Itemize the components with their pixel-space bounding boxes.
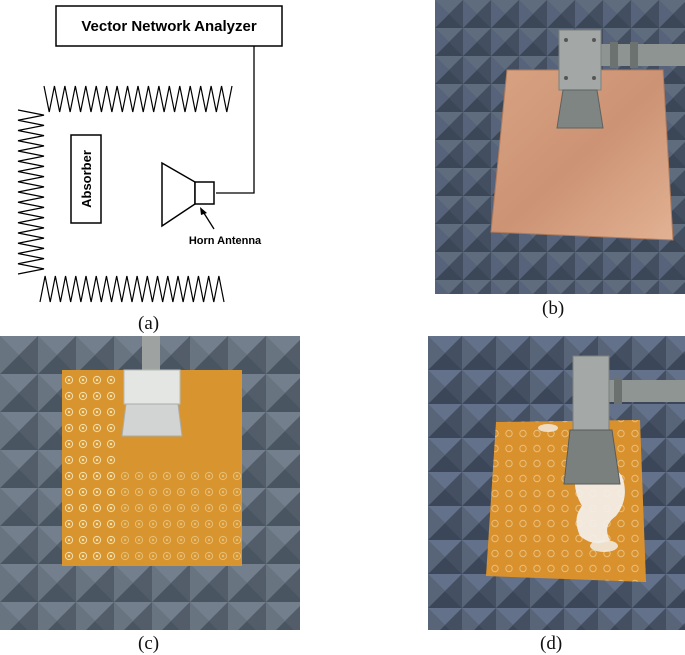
horn-feed [194,181,215,205]
caption-b: (b) [542,298,565,319]
vna-label: Vector Network Analyzer [81,18,257,35]
caption-c: (c) [138,633,160,654]
horn-aperture [556,89,604,129]
cable-connector [603,380,685,402]
schematic-diagram: Vector Network Analyzer Absorber Horn An… [17,5,283,303]
photo-copper-plate [435,0,685,294]
horn-antenna-label: Horn Antenna [189,235,262,247]
photo-metasurface-dry [0,336,300,630]
copper-plate [490,69,674,241]
schematic-panel: Vector Network Analyzer Absorber Horn An… [0,0,300,310]
horn-body [123,369,181,405]
horn-arrow-head [200,207,207,215]
cable-connector [142,336,160,374]
left-absorber-comb [17,109,45,275]
vna-box [55,5,283,47]
rf-cable [216,46,255,194]
bottom-absorber-comb [39,275,225,303]
horn-body [572,355,610,431]
caption-a: (a) [138,313,160,334]
cable-connector [600,44,685,66]
photo-metasurface-wet [428,336,685,630]
absorber-label: Absorber [79,150,94,208]
top-absorber-comb [43,85,233,113]
horn-flare [161,161,196,228]
horn-aperture [121,403,183,437]
horn-aperture [563,429,621,485]
caption-d: (d) [540,633,563,654]
absorber-block [70,134,102,224]
